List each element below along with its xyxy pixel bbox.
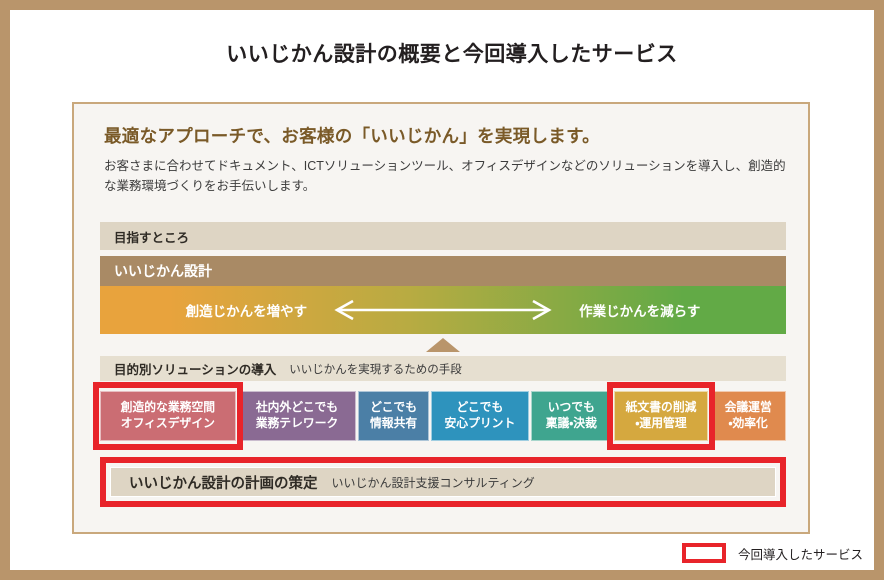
solution-card-label: いつでも稟議・決裁 <box>546 400 597 431</box>
legend: 今回導入したサービス <box>682 543 863 563</box>
solution-card-line1: 創造的な業務空間 <box>120 400 216 415</box>
consulting-subtitle: いいじかん設計支援コンサルティング <box>331 475 535 490</box>
solution-card-label: どこでも安心プリント <box>444 400 515 431</box>
consulting-title: いいじかん設計の計画の策定 <box>129 475 318 492</box>
solution-section-sublabel: いいじかんを実現するための手段 <box>289 363 462 376</box>
solution-card-line1: どこでも <box>456 400 504 415</box>
solution-card-line1: 社内外どこでも <box>255 400 339 415</box>
solution-card[interactable]: 紙文書の削減・運用管理 <box>606 382 715 450</box>
solution-card-line2: オフィスデザイン <box>120 416 215 430</box>
solution-card-label: 創造的な業務空間オフィスデザイン <box>121 400 215 431</box>
panel-heading: 最適なアプローチで、お客様の「いいじかん」を実現します。 <box>104 126 600 146</box>
solution-section-strip: 目的別ソリューションの導入 いいじかんを実現するための手段 <box>100 356 786 381</box>
solution-card[interactable]: いつでも稟議・決裁 <box>530 391 612 441</box>
solution-card[interactable]: 社内外どこでも業務テレワーク <box>237 391 357 441</box>
solution-card-label: 社内外どこでも業務テレワーク <box>256 400 339 431</box>
solution-card-line2: 稟議・決裁 <box>545 416 597 430</box>
solution-card[interactable]: どこでも情報共有 <box>358 391 429 441</box>
solution-card[interactable]: 創造的な業務空間オフィスデザイン <box>93 382 243 450</box>
consulting-bar: いいじかん設計の計画の策定 いいじかん設計支援コンサルティング <box>110 467 776 497</box>
solution-card-line1: 紙文書の削減 <box>625 400 697 415</box>
solution-card-line2: 業務テレワーク <box>255 416 339 430</box>
brand-band: いいじかん設計 <box>100 256 786 286</box>
consulting-highlight-ring: いいじかん設計の計画の策定 いいじかん設計支援コンサルティング <box>100 457 786 507</box>
goal-section-label: 目指すところ <box>114 230 190 245</box>
solution-card-row: 創造的な業務空間オフィスデザイン社内外どこでも業務テレワークどこでも情報共有どこ… <box>93 382 787 450</box>
time-balance-gradient-bar: 創造じかんを増やす 作業じかんを減らす <box>100 286 786 334</box>
solution-card-line2: ・運用管理 <box>635 416 687 430</box>
solution-card[interactable]: 会議運営・効率化 <box>710 391 787 441</box>
gradient-left-label: 創造じかんを増やす <box>185 304 308 319</box>
double-headed-arrow-icon <box>334 299 552 321</box>
solution-card-label: 紙文書の削減・運用管理 <box>626 400 697 431</box>
up-triangle-icon <box>426 338 460 352</box>
panel-description: お客さまに合わせてドキュメント、ICTソリューションツール、オフィスデザインなど… <box>104 159 786 194</box>
solution-card-label: 会議運営・効率化 <box>725 400 772 431</box>
legend-label: 今回導入したサービス <box>738 547 864 562</box>
solution-card-line2: ・効率化 <box>728 416 768 430</box>
solution-card-label: どこでも情報共有 <box>370 400 417 431</box>
solution-section-label: 目的別ソリューションの導入 <box>114 363 277 377</box>
solution-card-line2: 安心プリント <box>444 416 516 430</box>
gradient-right-label: 作業じかんを減らす <box>579 304 701 319</box>
page-title: いいじかん設計の概要と今回導入したサービス <box>226 43 678 66</box>
brand-band-label: いいじかん設計 <box>114 263 212 279</box>
solution-card-line1: 会議運営 <box>724 400 772 415</box>
solution-card-line2: 情報共有 <box>369 416 418 430</box>
solution-card-line1: どこでも <box>370 400 417 415</box>
solution-card-line1: いつでも <box>547 400 595 415</box>
main-content-panel: 最適なアプローチで、お客様の「いいじかん」を実現します。 お客さまに合わせてドキ… <box>72 102 810 534</box>
goal-section-strip: 目指すところ <box>100 222 786 250</box>
solution-card[interactable]: どこでも安心プリント <box>430 391 529 441</box>
legend-swatch-new-service <box>682 543 726 563</box>
